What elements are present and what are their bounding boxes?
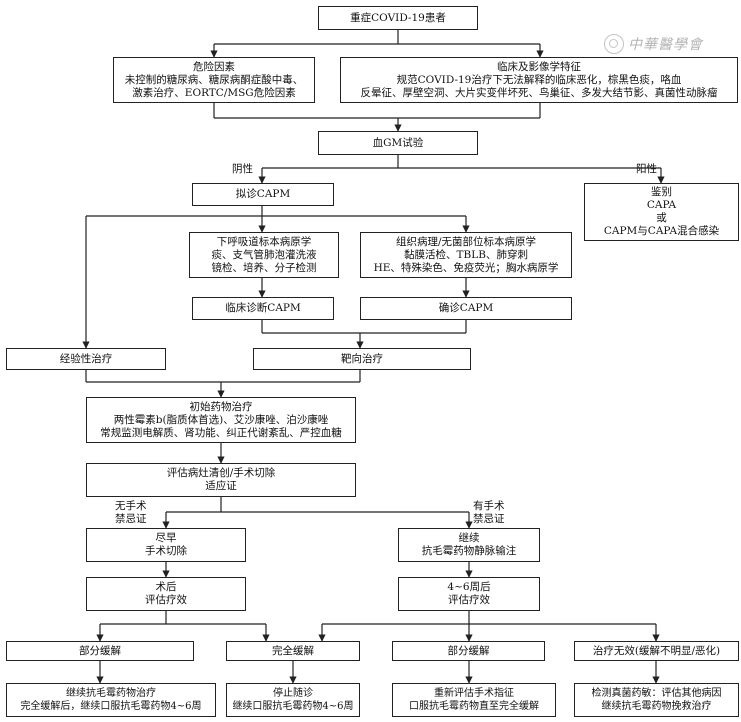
seal-icon	[604, 34, 624, 54]
node-postop-evaluation: 术后评估疗效	[86, 577, 246, 611]
label-positive: 阳性	[636, 163, 657, 176]
node-initial-drug-therapy-line-2: 两性霉素b(脂质体首选)、艾沙康唑、泊沙康唑	[113, 413, 329, 426]
node-evaluate-surgery-line-2: 适应证	[205, 480, 237, 492]
label-negative-line-1: 阴性	[232, 163, 253, 175]
node-outcome-reassess-surgery-line-2: 口服抗毛霉药物直至完全缓解	[409, 701, 539, 712]
node-partial-remission-2: 部分缓解	[392, 641, 545, 661]
node-differential-capa-line-1: 鉴别	[651, 186, 672, 198]
node-outcome-salvage-therapy-line-1: 检测真菌药敏：评估其他病因	[591, 688, 722, 699]
node-outcome-salvage-therapy-line-2: 继续抗毛霉药物挽救治疗	[601, 701, 712, 712]
node-targeted-therapy: 靶向治疗	[253, 348, 471, 370]
node-clinical-imaging-features: 临床及影像学特征规范COVID-19治疗下无法解释的临床恶化，棕黑色痰，咯血反晕…	[340, 57, 738, 103]
node-week-evaluation-line-1: 4~6周后	[447, 581, 491, 593]
node-week-evaluation-line-2: 评估疗效	[448, 594, 490, 606]
node-continue-iv-antifungal-line-1: 继续	[458, 532, 480, 544]
node-clinical-diagnosis-capm-line-1: 临床诊断CAPM	[225, 302, 301, 314]
node-postop-evaluation-line-1: 术后	[155, 581, 177, 593]
node-clinical-diagnosis-capm: 临床诊断CAPM	[192, 297, 334, 320]
node-risk-factors-line-2: 未控制的糖尿病、糖尿病酮症酸中毒、	[124, 73, 304, 86]
node-outcome-continue-therapy: 继续抗毛霉药物治疗完全缓解后，继续口服抗毛霉药物4~6周	[6, 683, 216, 717]
node-initial-drug-therapy: 初始药物治疗两性霉素b(脂质体首选)、艾沙康唑、泊沙康唑常规监测电解质、肾功能、…	[86, 397, 356, 443]
node-outcome-continue-therapy-line-1: 继续抗毛霉药物治疗	[66, 688, 156, 699]
node-treatment-failure-line-1: 治疗无效(缓解不明显/恶化)	[592, 644, 721, 657]
node-differential-capa-line-2: CAPA	[646, 199, 677, 211]
node-outcome-reassess-surgery: 重新评估手术指征口服抗毛霉药物直至完全缓解	[392, 683, 556, 717]
node-partial-remission-1-line-1: 部分缓解	[79, 644, 121, 657]
node-tissue-pathology-line-3: HE、特殊染色、免疫荧光；胸水病原学	[373, 261, 559, 274]
node-clinical-imaging-features-line-3: 反晕征、厚壁空洞、大片实变伴坏死、鸟巢征、多发大结节影、真菌性动脉瘤	[360, 86, 718, 99]
label-negative: 阴性	[232, 163, 253, 176]
node-postop-evaluation-line-2: 评估疗效	[145, 594, 187, 606]
node-lower-respiratory-pathogen: 下呼吸道标本病原学痰、支气管肺泡灌洗液镜检、培养、分子检测	[189, 232, 339, 278]
node-partial-remission-1: 部分缓解	[6, 641, 194, 661]
node-suspected-capm: 拟诊CAPM	[192, 183, 334, 206]
node-initial-drug-therapy-line-3: 常规监测电解质、肾功能、纠正代谢紊乱、严控血糖	[100, 426, 342, 439]
node-outcome-stop-follow-up-line-1: 停止随诊	[273, 688, 313, 699]
node-outcome-reassess-surgery-line-1: 重新评估手术指征	[434, 688, 514, 699]
node-lower-respiratory-pathogen-line-3: 镜检、培养、分子检测	[211, 261, 317, 274]
label-has-contraindication: 有手术禁忌证	[473, 500, 505, 526]
node-evaluate-surgery-line-1: 评估病灶清创/手术切除	[166, 467, 276, 479]
node-confirmed-capm-line-1: 确诊CAPM	[438, 302, 494, 314]
node-tissue-pathology-line-1: 组织病理/无菌部位标本病原学	[395, 235, 537, 248]
label-no-contraindication: 无手术禁忌证	[115, 500, 147, 526]
node-outcome-continue-therapy-line-2: 完全缓解后，继续口服抗毛霉药物4~6周	[20, 701, 202, 712]
node-serum-gm-test-line-1: 血GM试验	[372, 136, 424, 149]
node-clinical-imaging-features-line-1: 临床及影像学特征	[497, 60, 581, 73]
watermark-text: 中華醫學會	[628, 37, 703, 53]
node-outcome-stop-follow-up: 停止随诊继续口服抗毛霉药物4~6周	[226, 683, 360, 717]
node-outcome-stop-follow-up-line-2: 继续口服抗毛霉药物4~6周	[232, 701, 354, 712]
node-serum-gm-test: 血GM试验	[318, 131, 478, 155]
node-complete-remission: 完全缓解	[226, 641, 360, 661]
node-complete-remission-line-1: 完全缓解	[272, 644, 314, 657]
label-no-contraindication-line-1: 无手术	[115, 500, 147, 512]
node-empirical-therapy: 经验性治疗	[6, 348, 166, 370]
node-tissue-pathology-line-2: 黏膜活检、TBLB、肺穿刺	[404, 248, 528, 261]
node-targeted-therapy-line-1: 靶向治疗	[341, 352, 383, 365]
node-outcome-salvage-therapy: 检测真菌药敏：评估其他病因继续抗毛霉药物挽救治疗	[574, 683, 739, 717]
node-lower-respiratory-pathogen-line-1: 下呼吸道标本病原学	[216, 235, 312, 248]
node-severe-covid-patient-line-1: 重症COVID-19患者	[350, 11, 446, 24]
label-no-contraindication-line-2: 禁忌证	[115, 513, 147, 525]
label-has-contraindication-line-2: 禁忌证	[473, 513, 505, 525]
node-clinical-imaging-features-line-2: 规范COVID-19治疗下无法解释的临床恶化，棕黑色痰，咯血	[396, 73, 682, 86]
node-risk-factors: 危险因素未控制的糖尿病、糖尿病酮症酸中毒、激素治疗、EORTC/MSG危险因素	[113, 57, 315, 103]
node-differential-capa-line-4: CAPM与CAPA混合感染	[603, 225, 720, 237]
node-partial-remission-2-line-1: 部分缓解	[447, 644, 490, 657]
node-empirical-therapy-line-1: 经验性治疗	[59, 352, 113, 365]
node-suspected-capm-line-1: 拟诊CAPM	[235, 188, 291, 200]
node-early-surgery-line-2: 手术切除	[145, 545, 187, 557]
node-early-surgery: 尽早手术切除	[86, 528, 246, 562]
watermark-logo: 中華醫學會	[604, 33, 719, 55]
node-risk-factors-line-3: 激素治疗、EORTC/MSG危险因素	[132, 86, 296, 99]
node-initial-drug-therapy-line-1: 初始药物治疗	[189, 400, 253, 413]
node-lower-respiratory-pathogen-line-2: 痰、支气管肺泡灌洗液	[211, 248, 317, 261]
node-severe-covid-patient: 重症COVID-19患者	[318, 6, 478, 30]
node-risk-factors-line-1: 危险因素	[193, 60, 235, 73]
node-treatment-failure: 治疗无效(缓解不明显/恶化)	[574, 641, 739, 661]
label-has-contraindication-line-1: 有手术	[473, 500, 505, 512]
node-continue-iv-antifungal-line-2: 抗毛霉药物静脉输注	[421, 545, 517, 557]
node-continue-iv-antifungal: 继续抗毛霉药物静脉输注	[398, 528, 540, 562]
node-week-evaluation: 4~6周后评估疗效	[398, 577, 540, 611]
node-evaluate-surgery: 评估病灶清创/手术切除适应证	[86, 463, 356, 497]
node-confirmed-capm: 确诊CAPM	[360, 297, 572, 320]
node-early-surgery-line-1: 尽早	[155, 532, 177, 544]
node-differential-capa-line-3: 或	[656, 212, 667, 224]
label-positive-line-1: 阳性	[636, 163, 657, 175]
